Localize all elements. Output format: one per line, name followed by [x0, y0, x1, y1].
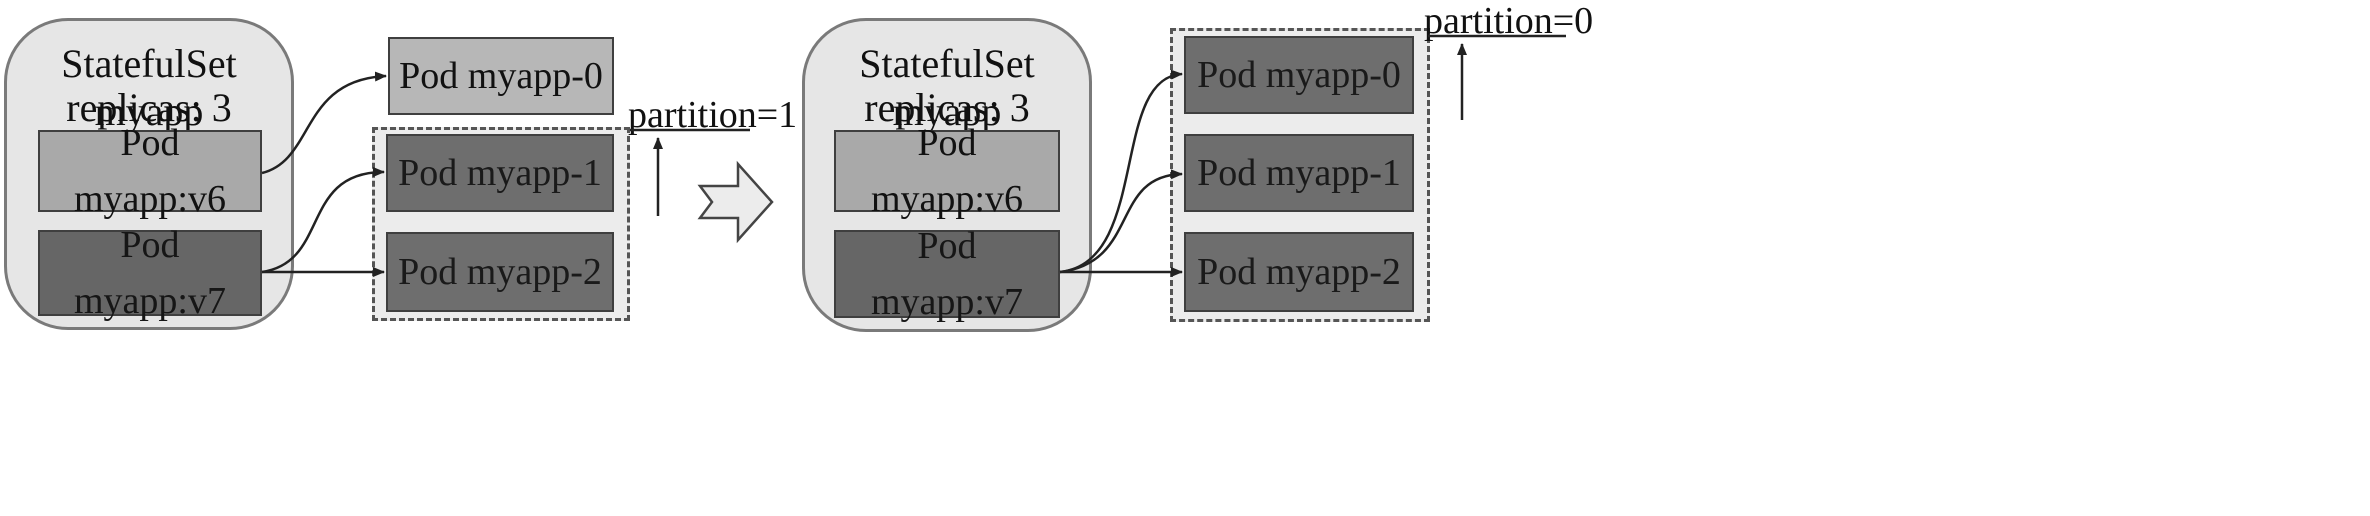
pod-myapp-0-right: Pod myapp-0 [1184, 36, 1414, 114]
template-v7-left: Pod myapp:v7 [38, 224, 262, 322]
template-v6-right-line2: myapp:v6 [871, 178, 1023, 220]
template-v6-left-line2: myapp:v6 [74, 178, 226, 220]
arrow-v6-to-pod0-left [261, 71, 387, 175]
statefulset-left-replicas: replicas: 3 [66, 85, 232, 130]
template-v7-right-line1: Pod [917, 225, 977, 267]
template-v7-left-line1: Pod [120, 224, 180, 266]
pod-myapp-2-left: Pod myapp-2 [386, 232, 614, 312]
template-v6-left: Pod myapp:v6 [38, 122, 262, 220]
pod-myapp-2-right: Pod myapp-2 [1184, 232, 1414, 312]
arrow-v7-to-pod1-right [1059, 169, 1183, 274]
statefulset-right-title: StatefulSet myapp [859, 41, 1035, 134]
template-v6-right: Pod myapp:v6 [834, 122, 1060, 220]
arrow-v7-to-pod0-right [1059, 69, 1183, 274]
template-v6-left-line1: Pod [120, 122, 180, 164]
pod-myapp-1-right: Pod myapp-1 [1184, 134, 1414, 212]
template-v7-right-line2: myapp:v7 [871, 281, 1023, 323]
template-v6-right-line1: Pod [917, 122, 977, 164]
statefulset-left-title: StatefulSet myapp [61, 41, 237, 134]
template-v7-right: Pod myapp:v7 [834, 225, 1060, 323]
statefulset-right-replicas: replicas: 3 [864, 85, 1030, 130]
transition-arrow-icon [697, 160, 774, 244]
template-v7-left-line2: myapp:v7 [74, 280, 226, 322]
arrow-v7-to-pod1-left [261, 167, 385, 274]
pod-myapp-0-left: Pod myapp-0 [388, 37, 614, 115]
pod-myapp-1-left: Pod myapp-1 [386, 134, 614, 212]
